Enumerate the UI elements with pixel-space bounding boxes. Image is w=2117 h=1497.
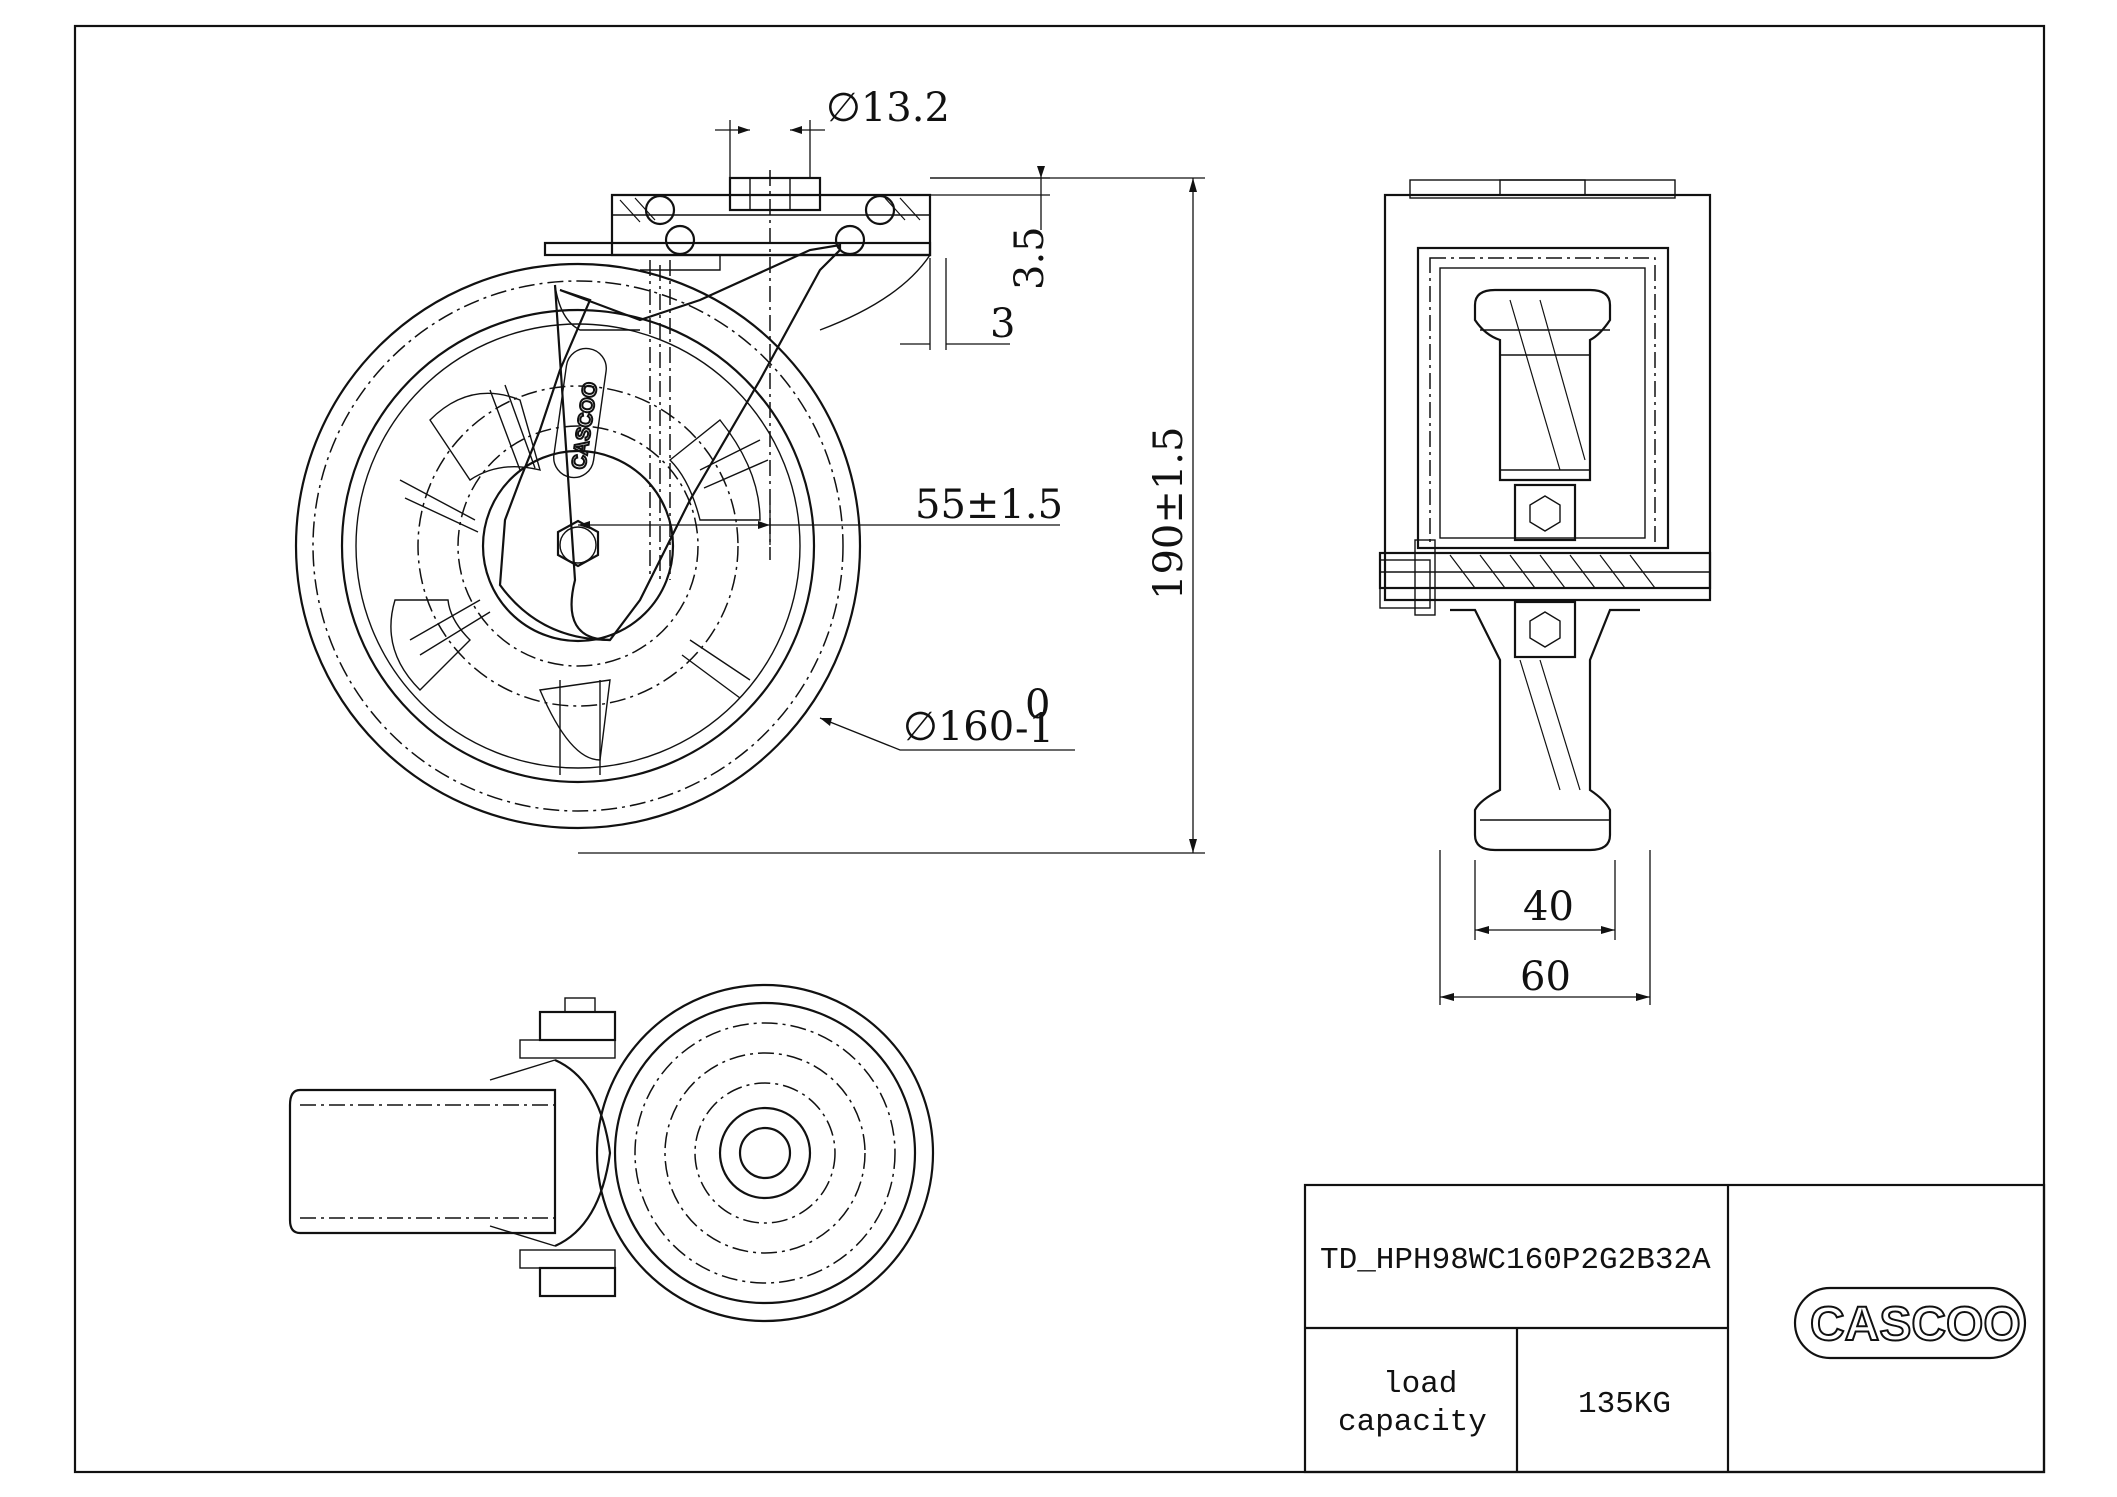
load-value: 135KG [1578, 1387, 1671, 1422]
fork-logo: CASCOO [568, 381, 602, 471]
dim-wheel-tol-lower: -1 [1015, 706, 1054, 752]
dim-height: 190±1.5 [1146, 427, 1192, 600]
front-view-dimensions: 40 60 [1439, 850, 1651, 1005]
drawing-frame [73, 24, 2046, 1474]
title-block: TD_HPH98WC160P2G2B32A load capacity 135K… [1303, 1183, 2046, 1474]
dim-wheel-width: 40 [1523, 884, 1574, 930]
dim-wheel-tol-upper: 0 [1025, 682, 1050, 728]
dim-offset: 55±1.5 [915, 482, 1063, 528]
side-view: CASCOO [294, 170, 932, 830]
dim-overall-width: 60 [1520, 954, 1571, 1000]
side-view-dimensions: ∅13.2 3.5 3 55±1.5 ∅160 0 -1 190±1.5 [578, 85, 1205, 854]
dim-plate-gap: 3 [990, 301, 1015, 347]
dim-bore-diameter: ∅13.2 [826, 85, 950, 131]
front-view [1378, 179, 1712, 852]
brand-logo: CASCOO [1810, 1298, 2021, 1351]
dim-wheel-diameter: ∅160 [903, 704, 1014, 750]
top-view [288, 983, 935, 1323]
load-label-line2: capacity [1338, 1405, 1487, 1440]
dim-plate-thickness: 3.5 [1007, 226, 1053, 290]
part-number: TD_HPH98WC160P2G2B32A [1320, 1243, 1711, 1278]
load-label-line1: load [1383, 1367, 1457, 1402]
